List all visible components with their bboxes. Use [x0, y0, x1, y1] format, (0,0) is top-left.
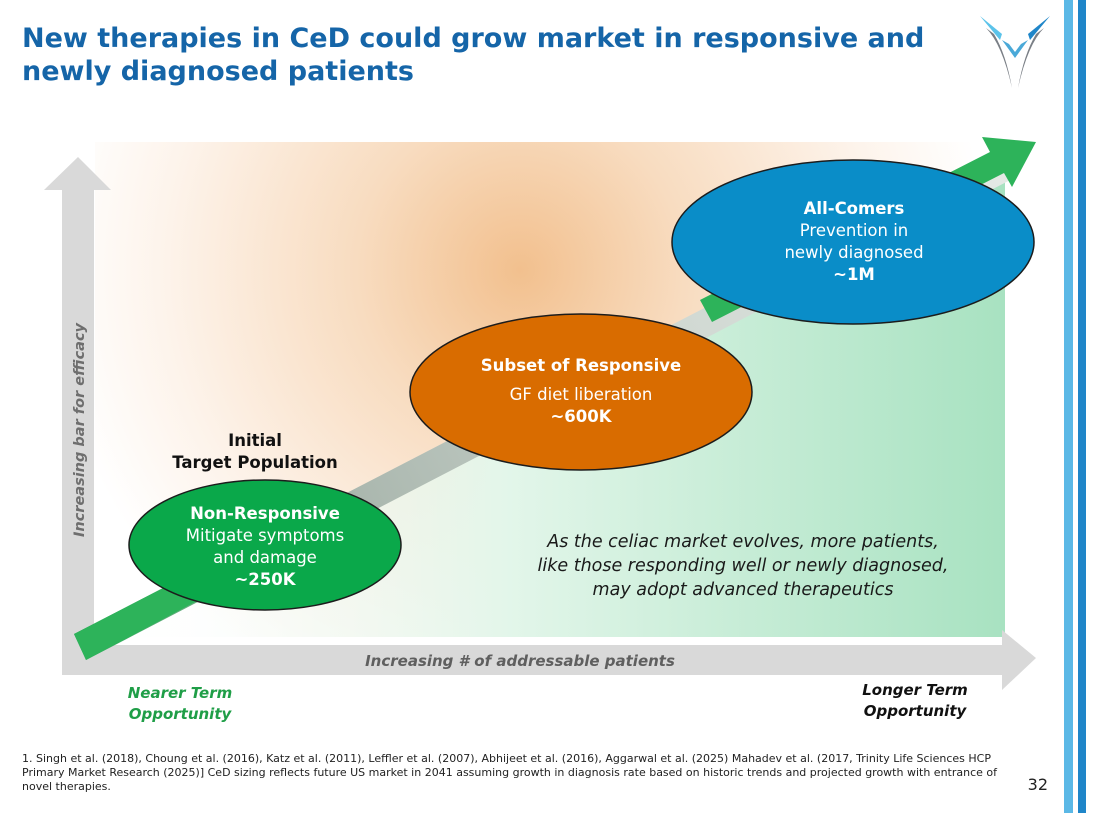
- segment-ellipse-all-comers: [671, 159, 1035, 325]
- edge-stripe-light: [1064, 0, 1073, 813]
- segment-value: ~250K: [234, 570, 296, 589]
- initial-target-line1: Initial: [228, 431, 282, 450]
- segment-text-subset-responsive: Subset of Responsive GF diet liberation …: [441, 355, 721, 428]
- company-logo: [980, 16, 1050, 88]
- x-axis-arrow: [62, 630, 1036, 690]
- initial-target-label: Initial Target Population: [150, 430, 360, 474]
- longer-term-line2: Opportunity: [863, 702, 967, 720]
- nearer-term-line1: Nearer Term: [127, 684, 233, 702]
- edge-stripe-dark: [1078, 0, 1086, 813]
- slide-title: New therapies in CeD could grow market i…: [22, 23, 925, 87]
- segment-desc-line2: and damage: [213, 548, 317, 567]
- segment-desc-line1: GF diet liberation: [509, 385, 653, 404]
- nearer-term-label: Nearer Term Opportunity: [100, 683, 260, 725]
- segment-desc-line1: Prevention in: [799, 221, 909, 240]
- segment-value: ~1M: [833, 265, 875, 284]
- segment-title: All-Comers: [803, 199, 905, 218]
- page-number: 32: [1027, 775, 1048, 794]
- footnote: 1. Singh et al. (2018), Choung et al. (2…: [22, 752, 997, 793]
- callout-line1: As the celiac market evolves, more patie…: [547, 532, 939, 552]
- segment-title: Non-Responsive: [190, 504, 340, 523]
- segment-desc-line1: Mitigate symptoms: [185, 526, 345, 545]
- callout-line3: may adopt advanced therapeutics: [592, 580, 894, 600]
- segment-value: ~600K: [550, 407, 612, 426]
- nearer-term-line2: Opportunity: [128, 705, 232, 723]
- segment-desc-line2: newly diagnosed: [784, 243, 924, 262]
- segment-ellipse-non-responsive: [128, 479, 402, 611]
- longer-term-line1: Longer Term: [862, 681, 968, 699]
- callout-line2: like those responding well or newly diag…: [537, 556, 949, 576]
- y-axis-arrow: [44, 157, 111, 645]
- market-evolution-callout: As the celiac market evolves, more patie…: [478, 530, 1008, 602]
- edge-stripe-gap: [1073, 0, 1078, 813]
- segment-text-non-responsive: Non-Responsive Mitigate symptoms and dam…: [145, 503, 385, 591]
- segment-ellipse-subset-responsive: [409, 313, 753, 471]
- longer-term-label: Longer Term Opportunity: [835, 680, 995, 722]
- segment-title: Subset of Responsive: [480, 356, 682, 375]
- x-axis-label: Increasing # of addressable patients: [365, 652, 675, 670]
- initial-target-line2: Target Population: [172, 453, 338, 472]
- segment-text-all-comers: All-Comers Prevention in newly diagnosed…: [714, 198, 994, 286]
